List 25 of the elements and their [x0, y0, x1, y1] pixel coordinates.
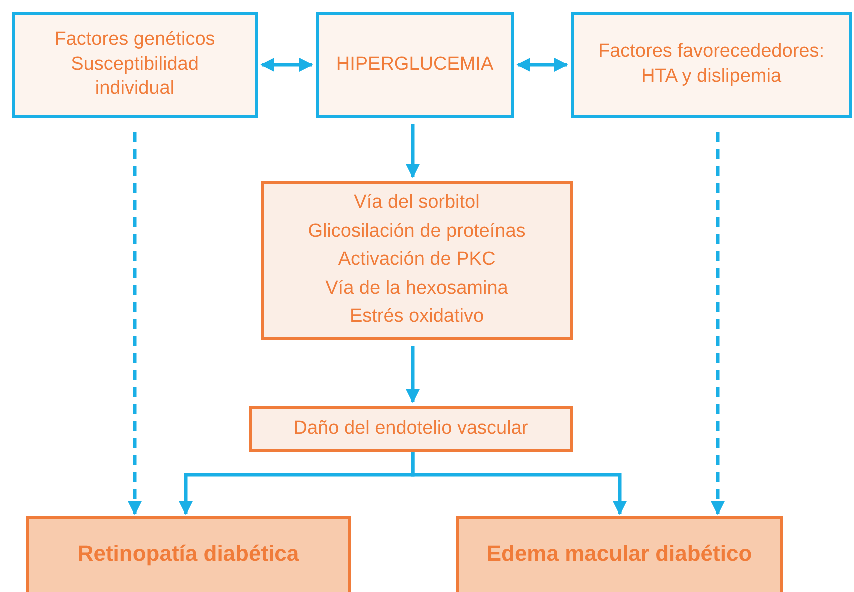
arrow — [406, 124, 420, 178]
process-box — [249, 406, 573, 452]
factor-box — [316, 12, 514, 118]
arrow — [406, 346, 420, 404]
node-label: Factores favorecededores: HTA y dislipemia — [597, 40, 826, 89]
node-label: Retinopatía diabética — [78, 540, 300, 568]
node-label: Daño del endotelio vascular — [294, 416, 528, 441]
factor-box — [571, 12, 852, 118]
factor-box — [12, 12, 258, 118]
arrow — [411, 452, 627, 516]
node-label: Factores genéticos Susceptibilidad individual — [54, 28, 216, 102]
node-label: Edema macular diabético — [486, 540, 752, 568]
outcome-box — [26, 516, 351, 592]
node-label: Vía del sorbitol — [354, 191, 480, 216]
node-label: HIPERGLUCEMIA — [336, 52, 494, 77]
arrow — [516, 58, 568, 72]
dashed-arrow — [711, 132, 725, 516]
process-box — [261, 181, 573, 340]
node-label: Estrés oxidativo — [350, 305, 484, 330]
node-label: Glicosilación de proteínas — [308, 220, 526, 244]
outcome-box — [456, 516, 783, 592]
arrow — [260, 58, 314, 72]
dashed-arrow — [128, 132, 142, 516]
node-label: Vía de la hexosamina — [326, 276, 508, 301]
node-label: Activación de PKC — [338, 248, 496, 272]
